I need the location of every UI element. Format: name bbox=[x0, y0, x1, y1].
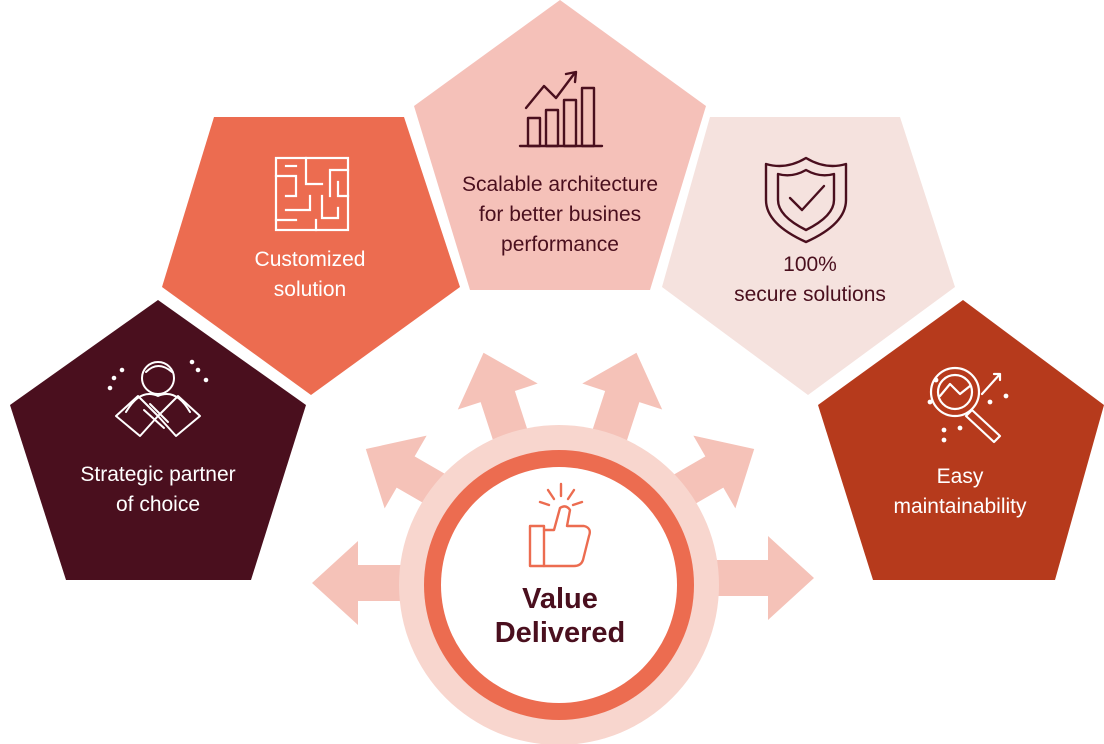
handshake-partner-icon bbox=[107, 359, 209, 437]
label-secure-solutions: 100% secure solutions bbox=[734, 253, 886, 306]
shield-check-icon bbox=[764, 156, 848, 244]
thumbs-up-icon bbox=[528, 482, 592, 568]
center-title: Value Delivered bbox=[494, 583, 626, 649]
magnifier-analytics-icon bbox=[927, 366, 1009, 444]
pentagon-customized-solution bbox=[162, 117, 460, 395]
pentagon-easy-maintainability bbox=[818, 300, 1104, 580]
pentagon-strategic-partner bbox=[10, 300, 306, 580]
label-scalable-architecture: Scalable architecture for better busines… bbox=[461, 173, 659, 256]
growth-chart-icon bbox=[518, 70, 604, 148]
center-disc bbox=[441, 467, 677, 703]
maze-icon bbox=[274, 156, 350, 232]
label-easy-maintainability: Easy maintainability bbox=[893, 465, 1027, 518]
label-strategic-partner: Strategic partner of choice bbox=[80, 463, 236, 516]
pentagon-secure-solutions bbox=[662, 117, 955, 395]
label-customized-solution: Customized solution bbox=[254, 248, 366, 301]
